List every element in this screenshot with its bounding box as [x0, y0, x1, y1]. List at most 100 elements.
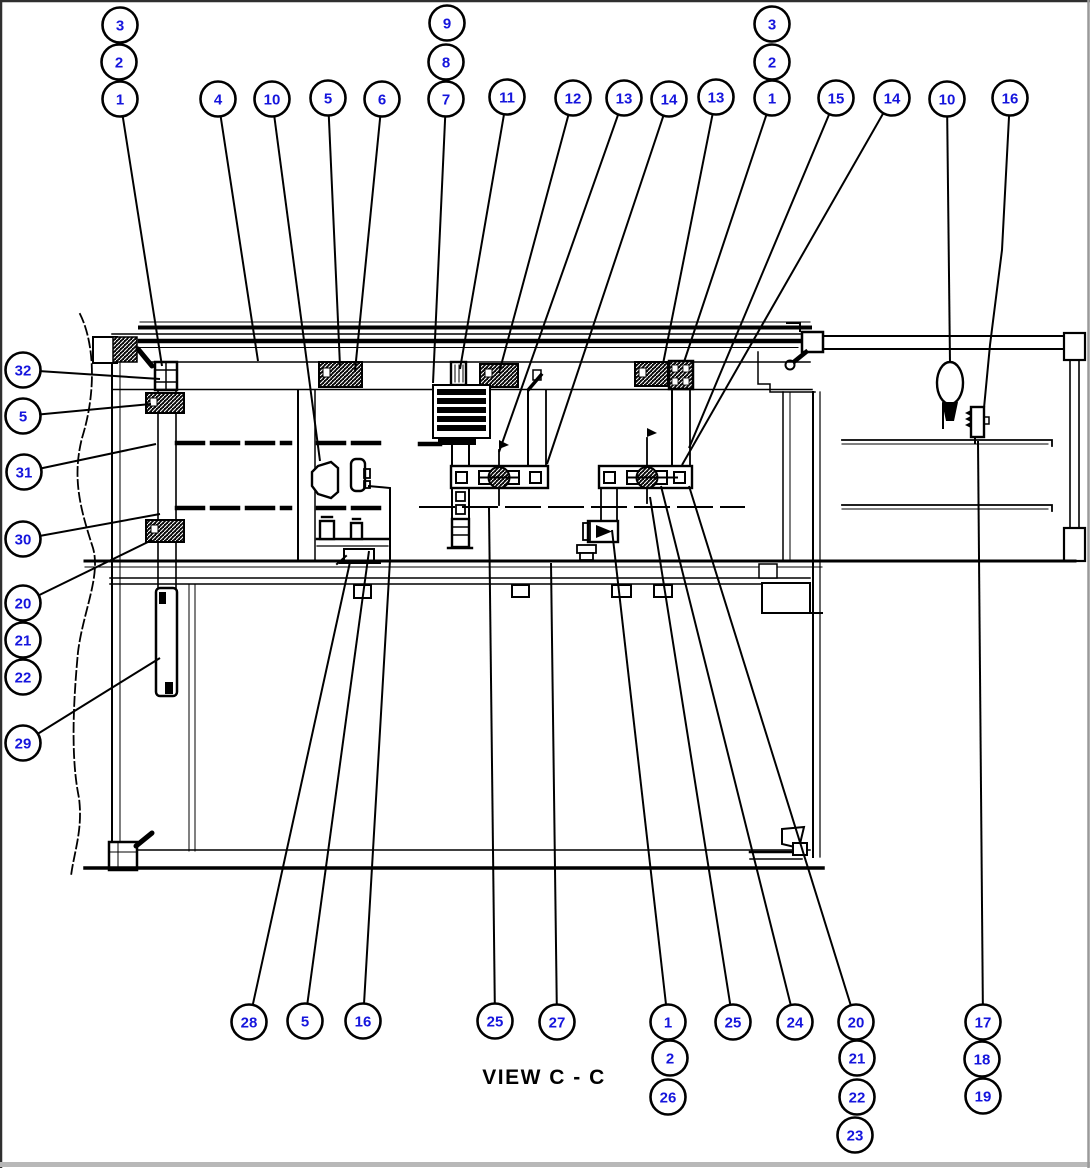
balloon-circle [838, 1078, 876, 1116]
left-break-edge [69, 312, 96, 878]
balloon-number: 20 [15, 595, 32, 612]
balloon-number: 4 [214, 91, 223, 108]
callout-balloon: 18 [963, 1040, 1001, 1078]
balloon-circle [101, 6, 139, 44]
balloon-number: 8 [442, 54, 450, 71]
balloon-circle [605, 79, 643, 117]
balloon-number: 20 [848, 1014, 865, 1031]
leader-line [983, 97, 1011, 409]
leader-line [649, 496, 734, 1023]
balloon-number: 1 [664, 1014, 672, 1031]
balloon-circle [776, 1003, 814, 1041]
balloon-circle [4, 520, 42, 558]
balloon-circle [714, 1003, 752, 1041]
leader-line [688, 97, 837, 449]
balloon-circle [4, 397, 42, 435]
balloon-circle [873, 79, 911, 117]
leader-line [248, 561, 351, 1023]
lower-box [83, 559, 1077, 870]
callout-balloon: 30 [4, 520, 42, 558]
leader-line [271, 98, 321, 462]
leader-line [977, 440, 984, 1023]
callout-balloon: 2 [651, 1039, 689, 1077]
callout-balloon: 26 [649, 1078, 687, 1116]
balloon-number: 16 [1002, 90, 1019, 107]
balloon-number: 25 [487, 1013, 504, 1030]
balloon-circle [4, 351, 42, 389]
callout-balloon: 11 [488, 78, 526, 116]
balloon-circle [286, 1002, 324, 1040]
balloon-circle [838, 1039, 876, 1077]
balloon-number: 18 [974, 1051, 991, 1068]
callout-balloon: 2 [100, 43, 138, 81]
balloon-circle [554, 79, 592, 117]
leader-line [683, 97, 773, 363]
balloon-circle [476, 1002, 514, 1040]
balloon-circle [100, 43, 138, 81]
leader-line [459, 96, 508, 370]
leader-line [660, 485, 796, 1023]
callout-balloon: 21 [838, 1039, 876, 1077]
balloon-number: 21 [15, 632, 32, 649]
leader-line [23, 443, 157, 473]
balloon-circle [538, 1003, 576, 1041]
callout-balloon: 10 [928, 80, 966, 118]
callout-balloon: 5 [309, 79, 347, 117]
balloon-circle [101, 80, 139, 118]
callout-balloon: 31 [5, 453, 43, 491]
balloon-circle [650, 80, 688, 118]
balloon-circle [963, 1040, 1001, 1078]
callout-balloon: 19 [964, 1077, 1002, 1115]
gear-fitting-icon [965, 410, 971, 428]
callout-balloon: 14 [873, 79, 911, 117]
balloon-number: 17 [975, 1014, 992, 1031]
balloon-number: 13 [708, 89, 725, 106]
balloon-circle [253, 80, 291, 118]
callout-balloon: 24 [776, 1003, 814, 1041]
balloon-circle [4, 724, 42, 762]
callout-balloon: 1 [753, 79, 791, 117]
balloon-circle [5, 453, 43, 491]
balloon-circle [199, 80, 237, 118]
leader-line [22, 657, 161, 744]
balloon-number: 3 [116, 17, 124, 34]
callout-balloon: 13 [605, 79, 643, 117]
leader-lines [22, 96, 1011, 1023]
balloon-circle [928, 80, 966, 118]
callout-balloon: 27 [538, 1003, 576, 1041]
balloon-number: 22 [849, 1089, 866, 1106]
callout-balloon: 9 [428, 4, 466, 42]
balloon-number: 27 [549, 1014, 566, 1031]
balloon-number: 21 [849, 1050, 866, 1067]
balloon-number: 1 [116, 91, 124, 108]
balloon-number: 9 [443, 15, 451, 32]
leader-line [498, 97, 574, 374]
balloon-number: 29 [15, 735, 32, 752]
leader-line [217, 98, 259, 362]
balloon-number: 25 [725, 1014, 742, 1031]
callout-balloon: 21 [4, 621, 42, 659]
balloon-circle [309, 79, 347, 117]
center-components [174, 360, 821, 858]
balloon-circle [964, 1003, 1002, 1041]
balloon-circle [344, 1002, 382, 1040]
callout-balloon: 25 [476, 1002, 514, 1040]
callout-balloon: 5 [4, 397, 42, 435]
balloon-number: 19 [975, 1088, 992, 1105]
callout-balloon: 20 [837, 1003, 875, 1041]
balloon-circle [697, 78, 735, 116]
leader-line [662, 96, 717, 365]
cylinder-end [310, 460, 340, 500]
callout-balloon: 13 [697, 78, 735, 116]
callout-balloon: 7 [427, 80, 465, 118]
leader-line [304, 550, 370, 1022]
balloon-number: 10 [939, 91, 956, 108]
balloon-number: 32 [15, 362, 32, 379]
callout-balloon: 20 [4, 584, 42, 622]
balloon-number: 26 [660, 1089, 677, 1106]
balloon-number: 2 [115, 54, 123, 71]
balloon-circle [428, 4, 466, 42]
balloon-number: 2 [666, 1050, 674, 1067]
